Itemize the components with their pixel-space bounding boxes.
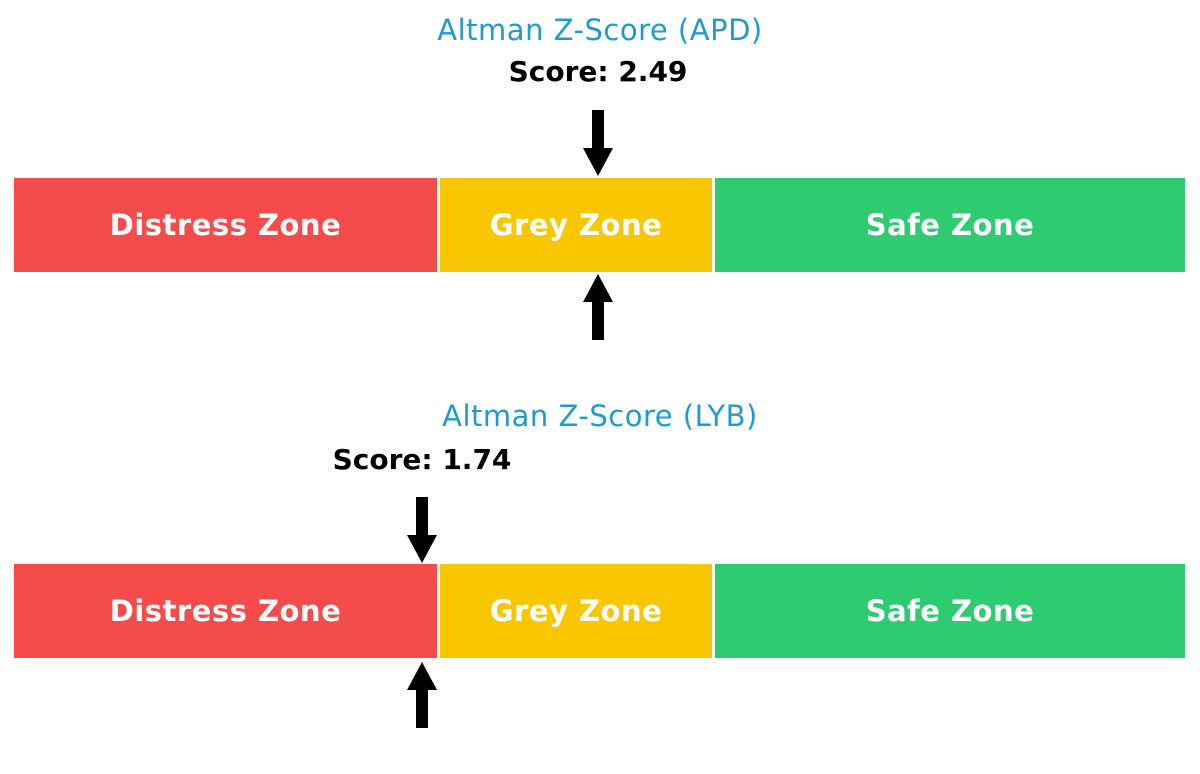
arrow-down-icon — [583, 110, 613, 176]
chart-title-lyb: Altman Z-Score (LYB) — [442, 399, 758, 433]
grey-zone-segment: Grey Zone — [440, 564, 712, 658]
score-label-lyb: Score: 1.74 — [332, 443, 512, 476]
arrow-down-icon — [407, 497, 437, 563]
grey-zone-label: Grey Zone — [489, 594, 663, 628]
distress-zone-segment: Distress Zone — [14, 178, 437, 272]
zone-bar-apd: Distress Zone Grey Zone Safe Zone — [14, 178, 1185, 272]
arrow-up-icon — [583, 274, 613, 340]
grey-zone-segment: Grey Zone — [440, 178, 712, 272]
safe-zone-segment: Safe Zone — [715, 564, 1185, 658]
safe-zone-label: Safe Zone — [865, 594, 1035, 628]
safe-zone-label: Safe Zone — [865, 208, 1035, 242]
grey-zone-label: Grey Zone — [489, 208, 663, 242]
distress-zone-label: Distress Zone — [109, 594, 342, 628]
arrow-up-icon — [407, 662, 437, 728]
safe-zone-segment: Safe Zone — [715, 178, 1185, 272]
zone-bar-lyb: Distress Zone Grey Zone Safe Zone — [14, 564, 1185, 658]
distress-zone-label: Distress Zone — [109, 208, 342, 242]
chart-title-apd: Altman Z-Score (APD) — [437, 13, 763, 47]
score-label-apd: Score: 2.49 — [508, 55, 688, 88]
distress-zone-segment: Distress Zone — [14, 564, 437, 658]
